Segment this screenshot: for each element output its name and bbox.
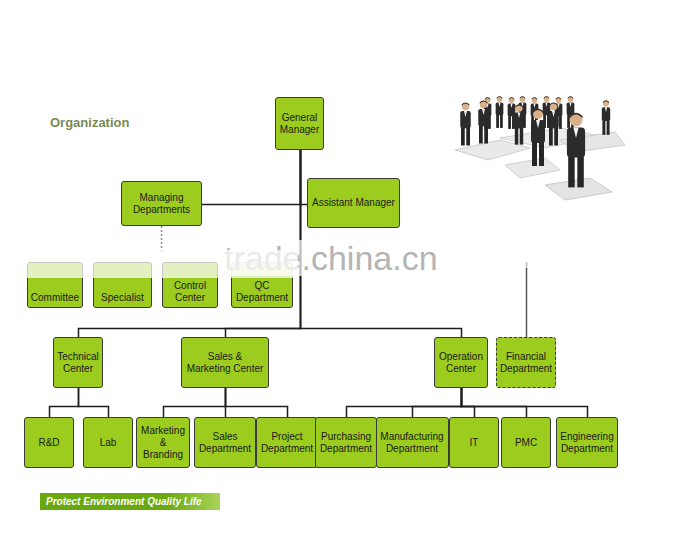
- box-text-wrap: Marketing & Branding: [140, 425, 186, 461]
- box-text-wrap: Engineering Department: [560, 431, 614, 455]
- box-label: Manufacturing Department: [380, 431, 445, 455]
- org-connector: [202, 150, 301, 205]
- box-text-wrap: Control Center: [166, 280, 214, 304]
- box-text-wrap: R&D: [38, 437, 59, 449]
- box-text-wrap: Manufacturing Department: [380, 431, 445, 455]
- org-box: General Manager: [275, 97, 324, 150]
- box-label: Operation Center: [438, 351, 484, 375]
- org-connector: [50, 388, 79, 417]
- box-label: Sales & Marketing Center: [185, 351, 265, 375]
- box-label: IT: [470, 437, 479, 449]
- org-box: Control Center: [162, 262, 218, 308]
- org-box: IT: [449, 417, 499, 468]
- org-box: Project Department: [256, 417, 318, 468]
- box-label: Marketing & Branding: [140, 425, 186, 461]
- org-box: Operation Center: [434, 337, 488, 388]
- box-text-wrap: Sales & Marketing Center: [185, 351, 265, 375]
- org-connector: [347, 388, 462, 417]
- box-label: Project Department: [260, 431, 314, 455]
- box-text-wrap: Sales Department: [198, 431, 252, 455]
- org-box: Lab: [83, 417, 133, 468]
- org-box: Purchasing Department: [315, 417, 377, 468]
- dashed-department-box: Financial Department: [496, 337, 556, 388]
- box-label: QC Department: [235, 280, 289, 304]
- box-label: Control Center: [166, 280, 214, 304]
- box-text-wrap: Specialist: [101, 292, 144, 304]
- box-text-wrap: Operation Center: [438, 351, 484, 375]
- box-label: General Manager: [279, 112, 320, 136]
- org-connector: [79, 388, 109, 417]
- faded-connector-stub: [161, 226, 163, 252]
- org-box: Specialist: [93, 262, 152, 308]
- watermark: trade.china.cn: [222, 240, 440, 276]
- org-connector: [462, 388, 588, 417]
- box-label: Committee: [31, 292, 79, 304]
- org-connector: [226, 388, 288, 417]
- org-connector: [462, 388, 475, 417]
- box-text-wrap: QC Department: [235, 280, 289, 304]
- box-text-wrap: General Manager: [279, 112, 320, 136]
- box-label: Technical Center: [57, 351, 99, 375]
- business-people: [460, 96, 610, 187]
- box-label: Financial Department: [500, 351, 552, 375]
- box-text-wrap: Assistant Manager: [312, 197, 395, 209]
- org-box: Manufacturing Department: [376, 417, 449, 468]
- box-label: Specialist: [101, 292, 144, 304]
- org-box: Sales & Marketing Center: [181, 337, 269, 388]
- org-box: Committee: [27, 262, 83, 308]
- box-label: Purchasing Department: [319, 431, 373, 455]
- box-text-wrap: Financial Department: [500, 351, 552, 375]
- org-box: PMC: [501, 417, 551, 468]
- box-text-wrap: Lab: [100, 437, 117, 449]
- org-box: Engineering Department: [556, 417, 618, 468]
- org-box: Assistant Manager: [307, 178, 400, 228]
- org-connector: [413, 388, 462, 417]
- box-text-wrap: Committee: [31, 292, 79, 304]
- box-text-wrap: Purchasing Department: [319, 431, 373, 455]
- chart-title: Organization: [50, 115, 129, 131]
- fade-band: [505, 250, 545, 268]
- box-text-wrap: Technical Center: [57, 351, 99, 375]
- box-text-wrap: Project Department: [260, 431, 314, 455]
- org-box: Technical Center: [53, 337, 103, 388]
- box-text-wrap: IT: [470, 437, 479, 449]
- box-label: Assistant Manager: [312, 197, 395, 209]
- box-label: Engineering Department: [560, 431, 614, 455]
- org-box: R&D: [24, 417, 74, 468]
- org-box: Managing Departments: [121, 181, 202, 226]
- org-connector: [164, 388, 226, 417]
- box-label: Managing Departments: [125, 192, 198, 216]
- box-text-wrap: Managing Departments: [125, 192, 198, 216]
- box-text-wrap: PMC: [515, 437, 537, 449]
- fade-band: [18, 250, 298, 278]
- box-label: R&D: [38, 437, 59, 449]
- connector-stub: [526, 262, 528, 337]
- box-label: Lab: [100, 437, 117, 449]
- box-label: PMC: [515, 437, 537, 449]
- org-connector: [462, 388, 527, 417]
- org-box: Sales Department: [194, 417, 256, 468]
- box-label: Sales Department: [198, 431, 252, 455]
- slogan-banner: Protect Environment Quality Life: [40, 493, 220, 510]
- org-box: Marketing & Branding: [136, 417, 190, 468]
